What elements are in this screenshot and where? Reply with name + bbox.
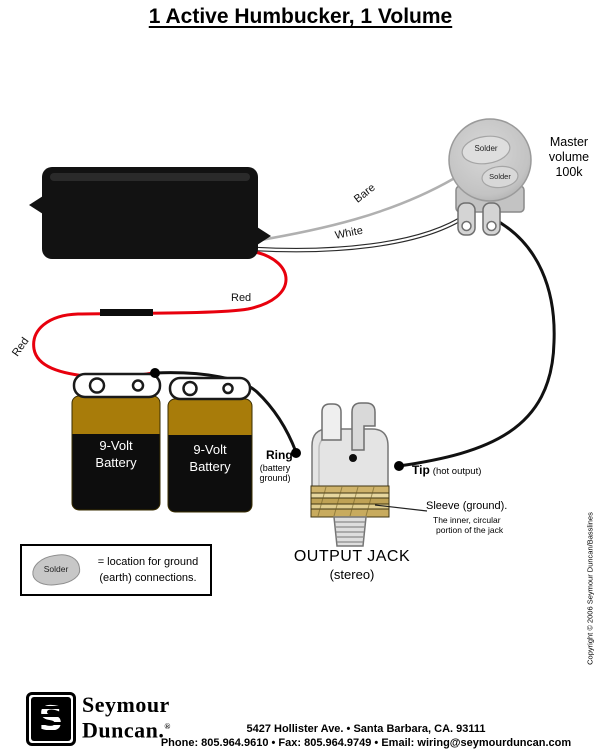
footer-contact-block: 5427 Hollister Ave. • Santa Barbara, CA.… — [146, 723, 586, 750]
pot-to-tip-wire — [398, 216, 556, 468]
legend-text: = location for ground (earth) connection… — [86, 554, 210, 586]
copyright-text: Copyright © 2006 Seymour Duncan/Bassline… — [585, 512, 595, 665]
brand-wordmark: Seymour Duncan.® — [82, 694, 171, 741]
mounting-tab-right — [257, 227, 271, 245]
page-title: 1 Active Humbucker, 1 Volume — [148, 5, 453, 28]
output-jack — [310, 402, 390, 547]
sleeve-pointer-line — [374, 504, 428, 512]
white-wire — [254, 214, 468, 252]
solder-legend-box: Solder = location for ground (earth) con… — [20, 544, 212, 596]
mounting-tab-left — [29, 196, 43, 214]
volume-pot — [448, 118, 532, 236]
brand-line1: Seymour — [82, 692, 170, 717]
battery-clip-right — [168, 376, 252, 401]
legend-text-line2: (earth) connections. — [99, 572, 197, 584]
battery-left — [71, 395, 161, 511]
pot-lug-left — [457, 202, 476, 236]
sleeve-sublabel-2: portion of the jack — [436, 525, 504, 535]
battery-left-label: 9-Volt Battery — [72, 437, 160, 471]
sleeve-sublabel-1: The inner, circular — [433, 515, 501, 525]
tip-label: Tip — [412, 463, 430, 477]
ring-label: Ring — [266, 448, 293, 462]
footer-address: 5427 Hollister Ave. • Santa Barbara, CA.… — [246, 723, 486, 735]
tip-sublabel: (hot output) — [432, 466, 482, 477]
battery-right-label: 9-Volt Battery — [168, 441, 252, 475]
pot-lug-right — [482, 202, 501, 236]
battery-right-line2: Battery — [189, 459, 231, 474]
pot-solder-label-bottom: Solder — [489, 172, 511, 181]
ring-sublabel: (battery ground) — [259, 463, 291, 483]
battery-right — [167, 398, 253, 513]
bare-wire — [254, 177, 454, 243]
jack-tip-prong — [351, 402, 376, 451]
pickup-preamp-box — [29, 167, 271, 259]
red-wire — [32, 250, 288, 380]
battery-junction-dot — [150, 368, 160, 378]
battery-to-ring-wire — [154, 371, 298, 453]
battery-left-line1: 9-Volt — [99, 438, 133, 453]
legend-solder-label: Solder — [43, 564, 69, 574]
logo-s-icon: S — [31, 697, 71, 741]
tip-label-group: Tip(hot output) — [412, 461, 481, 479]
seymour-duncan-logo: S — [26, 692, 76, 746]
output-jack-subtitle: (stereo) — [329, 567, 375, 582]
logo-letter: S — [38, 699, 64, 739]
footer-phone-fax-email: Phone: 805.964.9610 • Fax: 805.964.9749 … — [160, 736, 572, 749]
solder-blob-top — [461, 135, 511, 165]
ring-connection-dot — [291, 448, 301, 458]
tip-connection-dot — [394, 461, 404, 471]
brand-line2: Duncan.® — [82, 717, 171, 743]
registered-mark: ® — [164, 722, 171, 731]
jack-ring-prong — [321, 403, 342, 441]
red-wire-label-top: Red — [231, 292, 252, 304]
jack-rivet-dot — [349, 454, 357, 462]
solder-blob-bottom — [481, 165, 519, 189]
sleeve-label: Sleeve (ground). — [426, 500, 508, 512]
master-volume-label: Master volume 100k — [548, 135, 590, 179]
battery-left-line2: Battery — [95, 455, 137, 470]
pot-solder-label-top: Solder — [474, 144, 498, 153]
jack-sleeve-washers — [310, 485, 390, 518]
battery-clip-left — [72, 372, 162, 399]
output-jack-title: OUTPUT JACK — [293, 548, 411, 565]
legend-text-line1: = location for ground — [97, 556, 199, 568]
battery-right-line1: 9-Volt — [193, 442, 227, 457]
